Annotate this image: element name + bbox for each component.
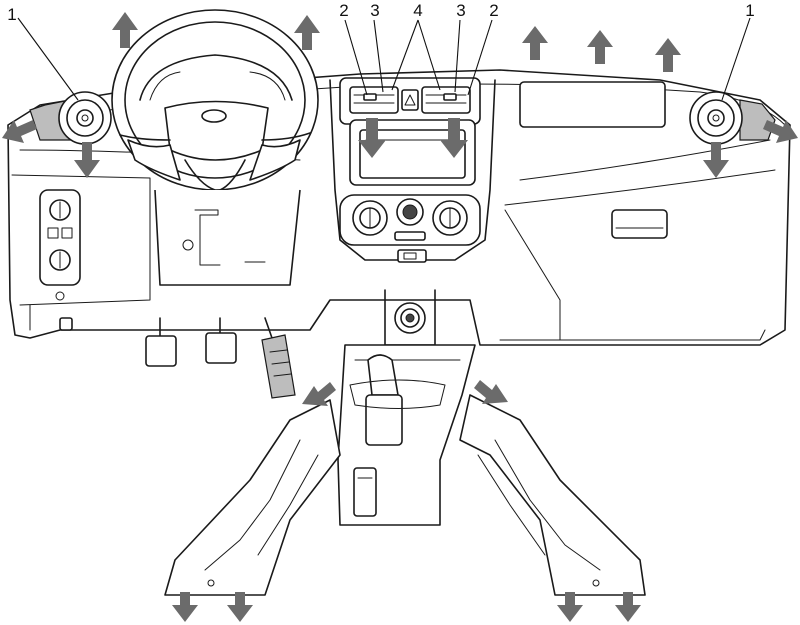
right-floor-duct — [459, 394, 646, 596]
arrow-icon — [703, 142, 729, 178]
accelerator-pedal — [261, 334, 296, 399]
glovebox-handle[interactable] — [611, 209, 668, 239]
arrow-icon — [763, 120, 798, 143]
arrow-icon — [474, 380, 508, 404]
arrow-icon — [112, 12, 138, 48]
clutch-pedal — [145, 335, 177, 367]
airflow-arrows — [2, 12, 798, 622]
arrow-icon — [74, 142, 100, 178]
arrow-icon — [587, 30, 613, 64]
steering-column — [154, 189, 301, 286]
floor-console — [337, 344, 476, 526]
left-air-nozzle — [29, 91, 112, 145]
arrow-icon — [440, 118, 468, 158]
radio-unit — [349, 119, 476, 186]
arrow-icon — [522, 26, 548, 60]
callouts: 1 1 2 3 4 3 2 — [7, 1, 755, 101]
pedals — [145, 317, 296, 399]
steering-wheel — [111, 9, 319, 191]
callout-center-vents: 4 — [413, 1, 422, 20]
callout-right-nozzle: 1 — [745, 1, 754, 20]
glovebox — [519, 81, 668, 239]
steering-hub — [164, 100, 269, 161]
headlight-knob[interactable] — [49, 199, 71, 221]
callout-left-inner-vent: 3 — [370, 1, 379, 20]
callout-right-outer-vent: 2 — [489, 1, 498, 20]
left-floor-duct — [164, 399, 341, 596]
left-center-vent — [349, 86, 399, 114]
arrow-icon — [172, 592, 198, 622]
left-switch-panel — [39, 189, 81, 331]
warning-triangle-icon — [404, 94, 416, 106]
arrow-icon — [615, 592, 641, 622]
right-air-nozzle — [689, 91, 776, 145]
callout-left-nozzle: 1 — [7, 5, 16, 24]
center-console — [329, 79, 496, 263]
arrow-icon — [655, 38, 681, 72]
right-center-vent — [421, 86, 471, 114]
arrow-icon — [294, 15, 320, 50]
arrow-icon — [227, 592, 253, 622]
dimmer-knob[interactable] — [49, 249, 71, 271]
gear-shift-knob — [367, 354, 399, 396]
instrument-cluster — [139, 54, 293, 101]
hazard-button[interactable] — [401, 89, 419, 111]
oval-emblem-icon — [201, 109, 227, 123]
arrow-icon — [557, 592, 583, 622]
arrow-icon — [2, 120, 37, 143]
callout-right-inner-vent: 3 — [456, 1, 465, 20]
gear-boot — [365, 394, 403, 446]
brake-pedal — [205, 332, 237, 364]
callout-left-outer-vent: 2 — [339, 1, 348, 20]
parking-brake — [353, 467, 377, 517]
arrow-icon — [302, 382, 336, 406]
center-vent-panel — [339, 77, 481, 186]
arrow-icon — [358, 118, 386, 158]
